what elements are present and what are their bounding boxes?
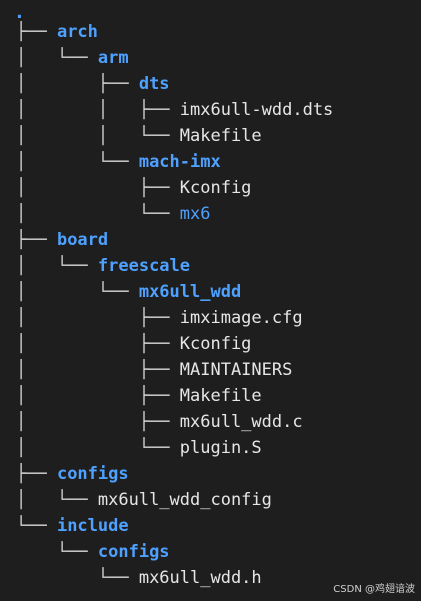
tree-row[interactable]: │ │ ├── imx6ull-wdd.dts: [16, 97, 333, 123]
tree-row[interactable]: │ ├── dts: [16, 71, 170, 97]
file-name: mx6ull_wdd.c: [179, 412, 303, 432]
tree-row[interactable]: └── configs: [16, 539, 170, 565]
tree-connector: ├──: [16, 22, 57, 42]
tree-root: .: [14, 2, 25, 23]
tree-connector: │ ├──: [16, 178, 180, 198]
tree-connector: │ ├──: [16, 308, 180, 328]
tree-connector: │ ├──: [16, 74, 139, 94]
tree-connector: ├──: [16, 230, 57, 250]
tree-row[interactable]: │ └── mx6ull_wdd_config: [16, 487, 272, 513]
tree-connector: │ └──: [16, 152, 139, 172]
folder-name: mx6ull_wdd: [138, 282, 242, 302]
tree-row[interactable]: ├── configs: [16, 461, 129, 487]
file-name: Kconfig: [179, 334, 252, 354]
file-name: plugin.S: [179, 438, 262, 458]
folder-name: board: [56, 230, 109, 250]
folder-name: freescale: [97, 256, 191, 276]
tree-connector: └──: [16, 516, 57, 536]
file-name: imximage.cfg: [179, 308, 303, 328]
folder-name: configs: [56, 464, 129, 484]
file-name: Kconfig: [179, 178, 252, 198]
tree-row[interactable]: │ └── mx6: [16, 201, 210, 227]
tree-connector: │ ├──: [16, 334, 180, 354]
file-name: Makefile: [179, 386, 262, 406]
folder-name: arm: [97, 48, 129, 68]
tree-row[interactable]: │ └── arm: [16, 45, 129, 71]
folder-name: configs: [97, 542, 170, 562]
file-name: MAINTAINERS: [179, 360, 293, 380]
folder-name: include: [56, 516, 129, 536]
file-name: imx6ull-wdd.dts: [179, 100, 334, 120]
tree-connector: └──: [16, 568, 139, 588]
folder-name: dts: [138, 74, 170, 94]
tree-connector: │ │ ├──: [16, 100, 180, 120]
tree-connector: │ └──: [16, 282, 139, 302]
tree-row[interactable]: │ └── plugin.S: [16, 435, 262, 461]
tree-row[interactable]: ├── arch: [16, 19, 98, 45]
tree-row[interactable]: │ └── mx6ull_wdd: [16, 279, 241, 305]
tree-row[interactable]: └── mx6ull_wdd.h: [16, 565, 262, 591]
watermark: CSDN @鸡翅谙波: [333, 584, 415, 595]
tree-connector: │ └──: [16, 204, 180, 224]
folder-name: arch: [56, 22, 98, 42]
tree-row[interactable]: │ ├── Kconfig: [16, 175, 251, 201]
tree-connector: │ ├──: [16, 360, 180, 380]
folder-name: mach-imx: [138, 152, 221, 172]
tree-row[interactable]: │ │ └── Makefile: [16, 123, 262, 149]
tree-connector: ├──: [16, 464, 57, 484]
tree-connector: │ ├──: [16, 386, 180, 406]
file-name: mx6ull_wdd.h: [138, 568, 262, 588]
tree-row[interactable]: │ └── mach-imx: [16, 149, 221, 175]
tree-connector: │ └──: [16, 256, 98, 276]
tree-row[interactable]: │ ├── MAINTAINERS: [16, 357, 292, 383]
tree-row[interactable]: │ └── freescale: [16, 253, 190, 279]
tree-row[interactable]: │ ├── Kconfig: [16, 331, 251, 357]
tree-connector: │ └──: [16, 438, 180, 458]
tree-row[interactable]: │ ├── mx6ull_wdd.c: [16, 409, 303, 435]
tree-row[interactable]: └── include: [16, 513, 129, 539]
tree-connector: │ │ └──: [16, 126, 180, 146]
tree-connector: │ └──: [16, 48, 98, 68]
file-name: Makefile: [179, 126, 262, 146]
tree-connector: │ └──: [16, 490, 98, 510]
tree-row[interactable]: ├── board: [16, 227, 108, 253]
tree-connector: └──: [16, 542, 98, 562]
tree-row[interactable]: │ ├── imximage.cfg: [16, 305, 303, 331]
tree-connector: │ ├──: [16, 412, 180, 432]
folder-name: mx6: [179, 204, 211, 224]
tree-row[interactable]: │ ├── Makefile: [16, 383, 262, 409]
file-name: mx6ull_wdd_config: [97, 490, 272, 510]
